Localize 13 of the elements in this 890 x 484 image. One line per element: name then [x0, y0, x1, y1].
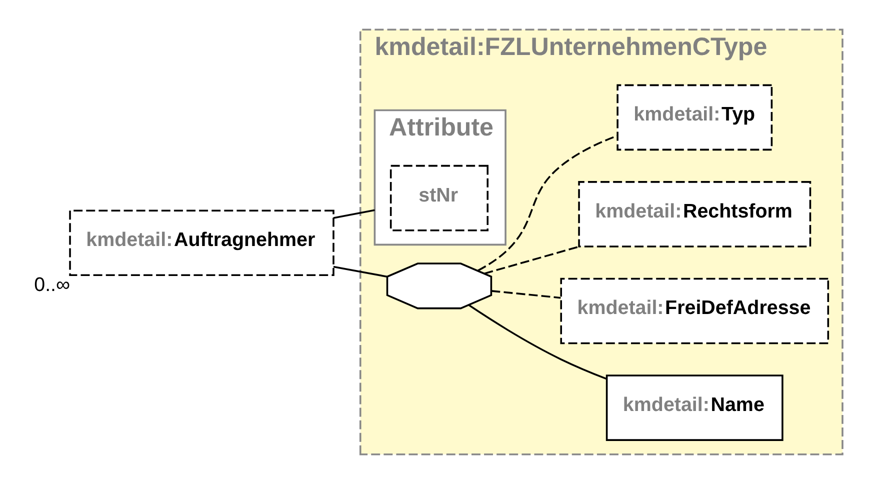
node-octagon	[386, 262, 492, 310]
node-box: kmdetail:FreiDefAdresse	[560, 278, 829, 344]
connector	[332, 266, 387, 278]
connector	[468, 304, 607, 380]
node-box: kmdetail:Name	[605, 374, 783, 441]
node-box: kmdetail:Typ	[616, 84, 772, 151]
node-label: 0..∞	[34, 274, 70, 296]
connector	[477, 134, 618, 272]
connector	[490, 290, 560, 299]
node-box: kmdetail:Rechtsform	[578, 181, 811, 248]
node-box: kmdetail:Auftragnehmer	[68, 210, 334, 276]
connector	[484, 246, 579, 274]
node-box: stNr	[389, 164, 488, 232]
